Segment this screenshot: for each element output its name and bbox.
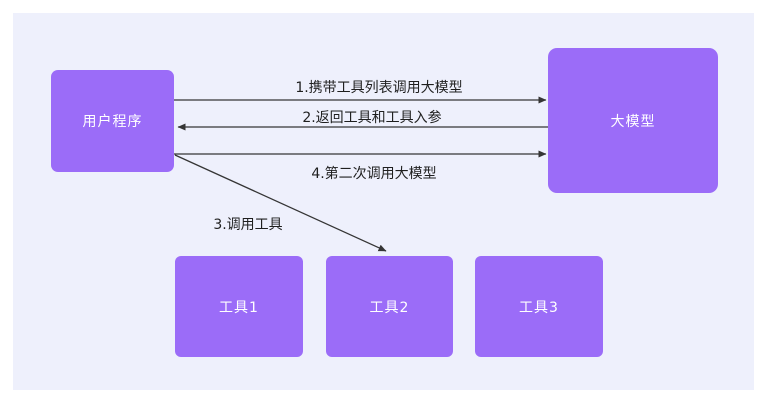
node-user-program-label: 用户程序 bbox=[82, 114, 143, 130]
node-large-model: 大模型 bbox=[548, 48, 718, 193]
edge-label-second-call-model: 4.第二次调用大模型 bbox=[311, 166, 437, 182]
node-large-model-label: 大模型 bbox=[610, 113, 656, 130]
node-tool-2-label: 工具2 bbox=[369, 299, 410, 316]
node-tool-2: 工具2 bbox=[326, 256, 453, 357]
edge-label-call-model-with-tools: 1.携带工具列表调用大模型 bbox=[295, 80, 463, 96]
diagram-canvas: 用户程序 大模型 工具1 工具2 工具3 1.携带工具列表调用大模型 2.返回工… bbox=[13, 13, 754, 390]
node-tool-1-label: 工具1 bbox=[219, 299, 259, 316]
node-tool-3: 工具3 bbox=[475, 256, 603, 357]
node-tool-1: 工具1 bbox=[175, 256, 303, 357]
node-user-program: 用户程序 bbox=[51, 70, 174, 172]
node-tool-3-label: 工具3 bbox=[519, 299, 559, 316]
edge-label-call-tool: 3.调用工具 bbox=[213, 217, 283, 233]
edge-label-return-tool-params: 2.返回工具和工具入参 bbox=[302, 110, 442, 126]
